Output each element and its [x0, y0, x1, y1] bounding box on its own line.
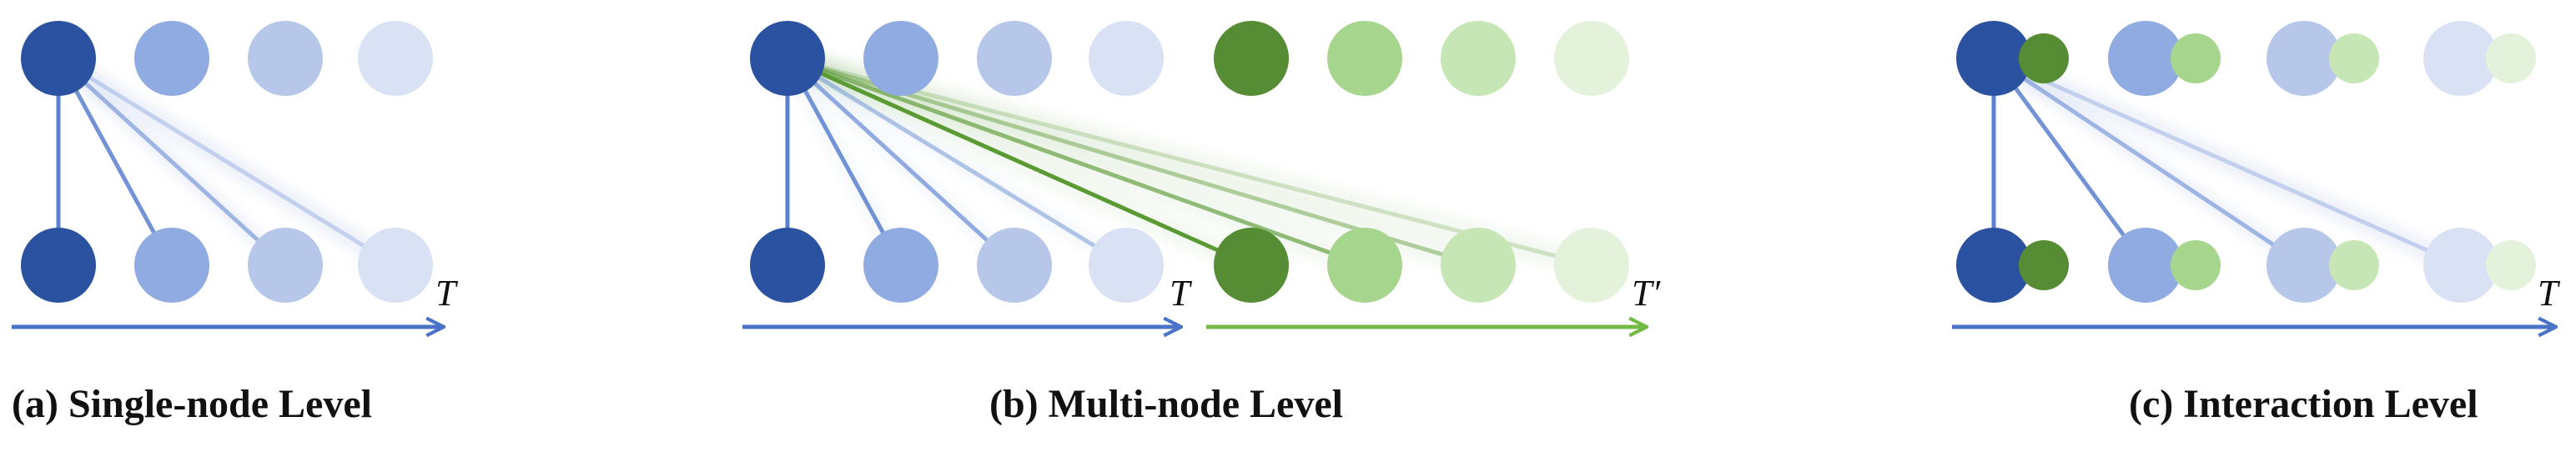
panel-c-nodes: [1956, 21, 2536, 303]
cross-edge: [785, 56, 1254, 268]
node-circle-t3: [2423, 228, 2498, 303]
node-circle-t0: [1956, 21, 2031, 96]
node-circle-t1: [134, 21, 209, 96]
temporal-edge: [785, 56, 1017, 268]
node-circle-t3: [1089, 228, 1164, 303]
cross-edge: [785, 56, 1367, 268]
neighbor-node-circle-t3: [2486, 240, 2536, 290]
neighbor-node-circle-t3: [2486, 33, 2536, 83]
panel-a-nodes: [21, 21, 433, 303]
edge-glow: [779, 50, 1135, 274]
node-circle-t0: [21, 228, 96, 303]
neighbor-node-circle-t2: [1441, 228, 1516, 303]
panel-b-nodes: [750, 21, 1629, 303]
cross-edge: [785, 56, 1594, 268]
node-circle-t1: [863, 228, 938, 303]
neighbor-node-circle-t1: [1327, 21, 1402, 96]
panel-a-edges: [48, 48, 406, 276]
neighbor-node-circle-t2: [2329, 240, 2379, 290]
time-label-2: T′: [1632, 273, 1661, 314]
node-circle-t2: [248, 21, 323, 96]
temporal-edge: [785, 56, 903, 268]
neighbor-node-circle-t2: [2329, 33, 2379, 83]
neighbor-node-circle-t3: [1554, 21, 1629, 96]
node-circle-t3: [358, 228, 433, 303]
node-circle-t0: [21, 21, 96, 96]
neighbor-node-circle-t1: [2171, 240, 2221, 290]
node-circle-t1: [2108, 21, 2183, 96]
neighbor-node-circle-t0: [1214, 228, 1289, 303]
neighbor-node-circle-t2: [1441, 21, 1516, 96]
node-circle-t0: [750, 228, 825, 303]
node-circle-t2: [977, 21, 1052, 96]
edge-glow: [48, 48, 406, 276]
temporal-edge: [56, 56, 398, 268]
panel-multi-node: T T′ (b) Multi-node Level: [742, 21, 1661, 426]
node-circle-t1: [863, 21, 938, 96]
panel-single-node: T (a) Single-node Level: [12, 21, 459, 426]
node-circle-t1: [134, 228, 209, 303]
panel-caption: (a) Single-node Level: [12, 382, 372, 426]
edge-glow: [775, 46, 1604, 278]
node-circle-t3: [2423, 21, 2498, 96]
node-circle-t0: [1956, 228, 2031, 303]
panel-c-edges: [1983, 48, 2472, 276]
temporal-edge: [1991, 56, 2148, 268]
node-circle-t0: [750, 21, 825, 96]
neighbor-node-circle-t0: [2019, 240, 2069, 290]
temporal-edge: [785, 56, 1129, 268]
node-circle-t3: [1089, 21, 1164, 96]
time-label: T: [2538, 273, 2561, 314]
panel-interaction: T (c) Interaction Level: [1952, 21, 2561, 426]
node-circle-t3: [358, 21, 433, 96]
temporal-edge: [56, 56, 288, 268]
node-circle-t2: [2267, 228, 2342, 303]
time-label: T: [1170, 273, 1193, 314]
neighbor-node-circle-t1: [2171, 33, 2221, 83]
node-circle-t2: [2267, 21, 2342, 96]
neighbor-node-circle-t0: [1214, 21, 1289, 96]
temporal-edge: [1991, 56, 2307, 268]
panel-caption: (c) Interaction Level: [2129, 382, 2478, 426]
edge-glow: [1983, 48, 2472, 276]
node-circle-t1: [2108, 228, 2183, 303]
neighbor-node-circle-t1: [1327, 228, 1402, 303]
node-circle-t2: [977, 228, 1052, 303]
temporal-edge: [56, 56, 174, 268]
panel-caption: (b) Multi-node Level: [989, 382, 1343, 426]
time-label: T: [435, 273, 459, 314]
node-circle-t2: [248, 228, 323, 303]
temporal-edge: [1991, 56, 2463, 268]
neighbor-node-circle-t0: [2019, 33, 2069, 83]
neighbor-node-circle-t3: [1554, 228, 1629, 303]
